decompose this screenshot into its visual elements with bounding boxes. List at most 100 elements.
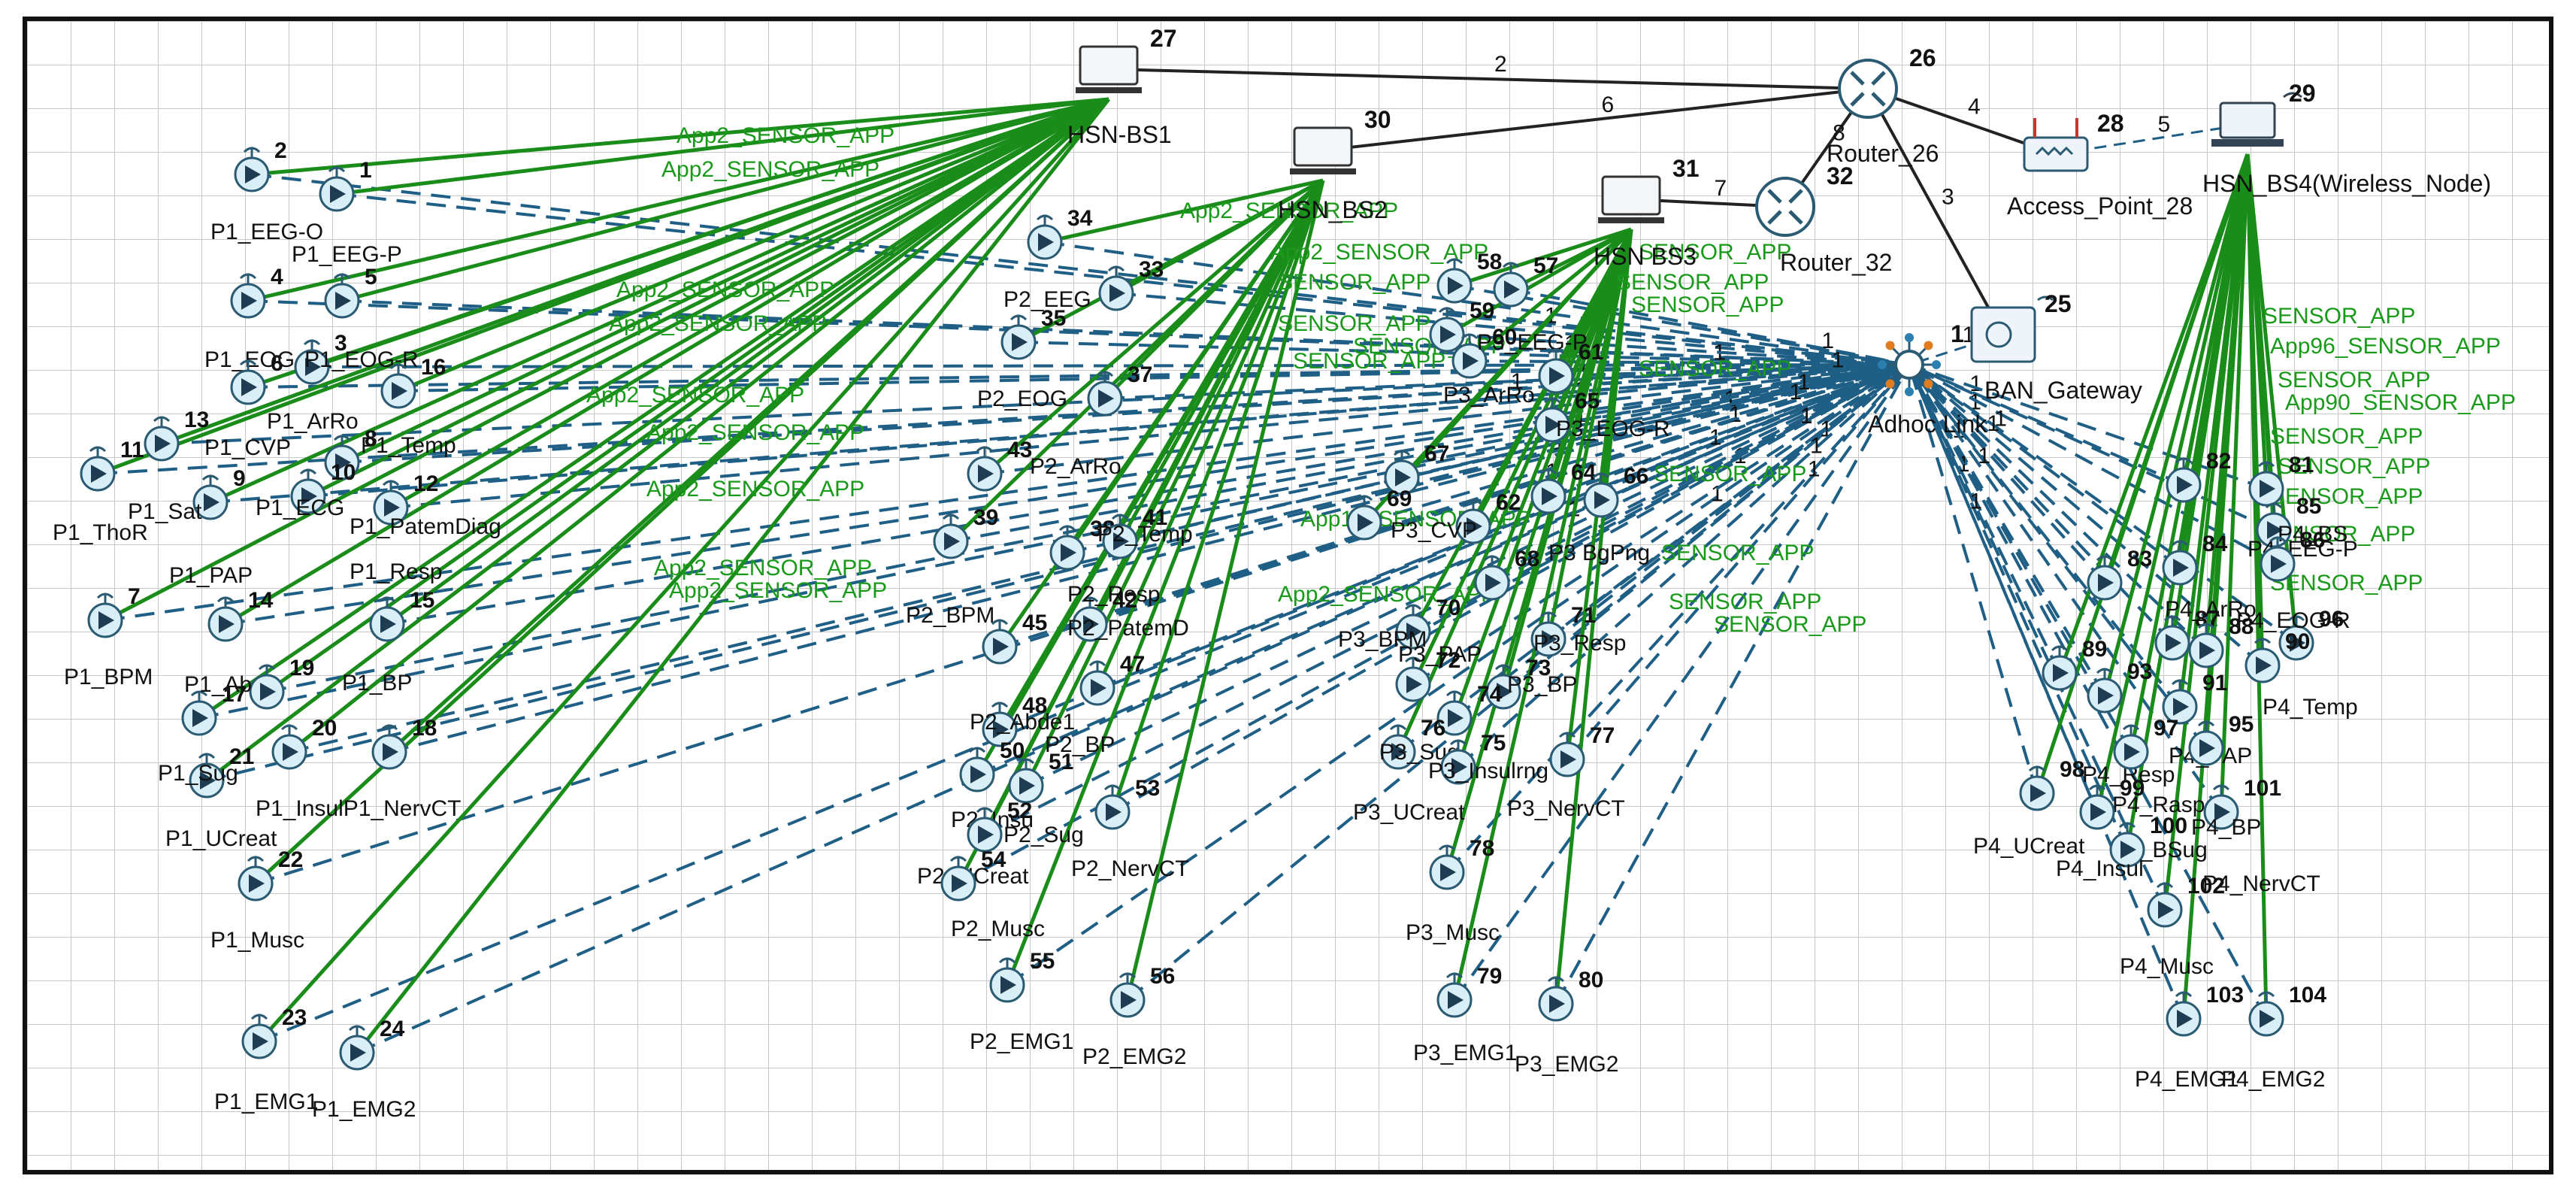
sensor-node[interactable]: 8P1_Temp (324, 426, 456, 480)
sensor-node[interactable]: P3_UCreat (1353, 800, 1465, 825)
sensor-node[interactable]: 64 (1530, 460, 1597, 514)
sensor-node[interactable]: 2P1_EEG-O (210, 138, 323, 244)
sensor-node[interactable]: P1_Musc (210, 928, 304, 953)
sensor-node[interactable]: 69 (1346, 486, 1412, 541)
sensor-number: 8 (365, 426, 377, 451)
sensor-node[interactable]: 9P1_Sat (128, 466, 246, 524)
sensor-node[interactable]: 57 (1493, 253, 1558, 308)
sensor-node[interactable]: 7P1_BPM (64, 584, 153, 689)
sensor-number: 9 (233, 466, 246, 491)
sensor-node[interactable]: 88 (2188, 614, 2254, 668)
sensor-number: 81 (2289, 453, 2314, 477)
sensor-number: 21 (229, 744, 254, 769)
node-laptop[interactable]: HSN_BS4(Wireless_Node)29 (2202, 80, 2491, 197)
sensor-node[interactable]: 74 (1436, 682, 1503, 736)
sensor-node[interactable]: 87 (2154, 607, 2220, 661)
sensor-node[interactable]: 16 (380, 355, 446, 409)
sensor-node[interactable]: 89 (2042, 637, 2107, 691)
sensor-node[interactable]: 1P1_EEG-P (292, 158, 402, 267)
adhoc-link (251, 173, 1910, 366)
sensor-node[interactable]: 39 (933, 505, 998, 559)
sensor-node[interactable]: 66 (1583, 464, 1648, 518)
sensor-node[interactable]: P4_Musc (2120, 954, 2214, 979)
sensor-node[interactable]: 37 (1087, 362, 1152, 417)
sensor-play-glyph (384, 499, 400, 517)
sensor-node[interactable]: 67 (1384, 441, 1449, 495)
sensor-node[interactable]: 61 (1538, 340, 1603, 394)
sensor-number: 19 (289, 656, 314, 680)
sensor-node[interactable]: 95 (2188, 712, 2254, 766)
sensor-node[interactable]: 34 (1027, 206, 1093, 260)
sensor-node[interactable]: 59 (1429, 298, 1494, 353)
sensor-node[interactable]: 86 (2260, 528, 2325, 582)
sensor-node[interactable]: 81 (2248, 453, 2314, 507)
sensor-node[interactable]: 20 (271, 716, 337, 770)
sensor-node[interactable]: 82 (2166, 449, 2231, 503)
sensor-node[interactable]: 6P1_CVP (204, 351, 291, 460)
sensor-node[interactable]: 58 (1436, 250, 1502, 304)
sensor-node[interactable]: P3_ArRo (1443, 383, 1535, 408)
sensor-node[interactable]: 5 (324, 265, 377, 319)
